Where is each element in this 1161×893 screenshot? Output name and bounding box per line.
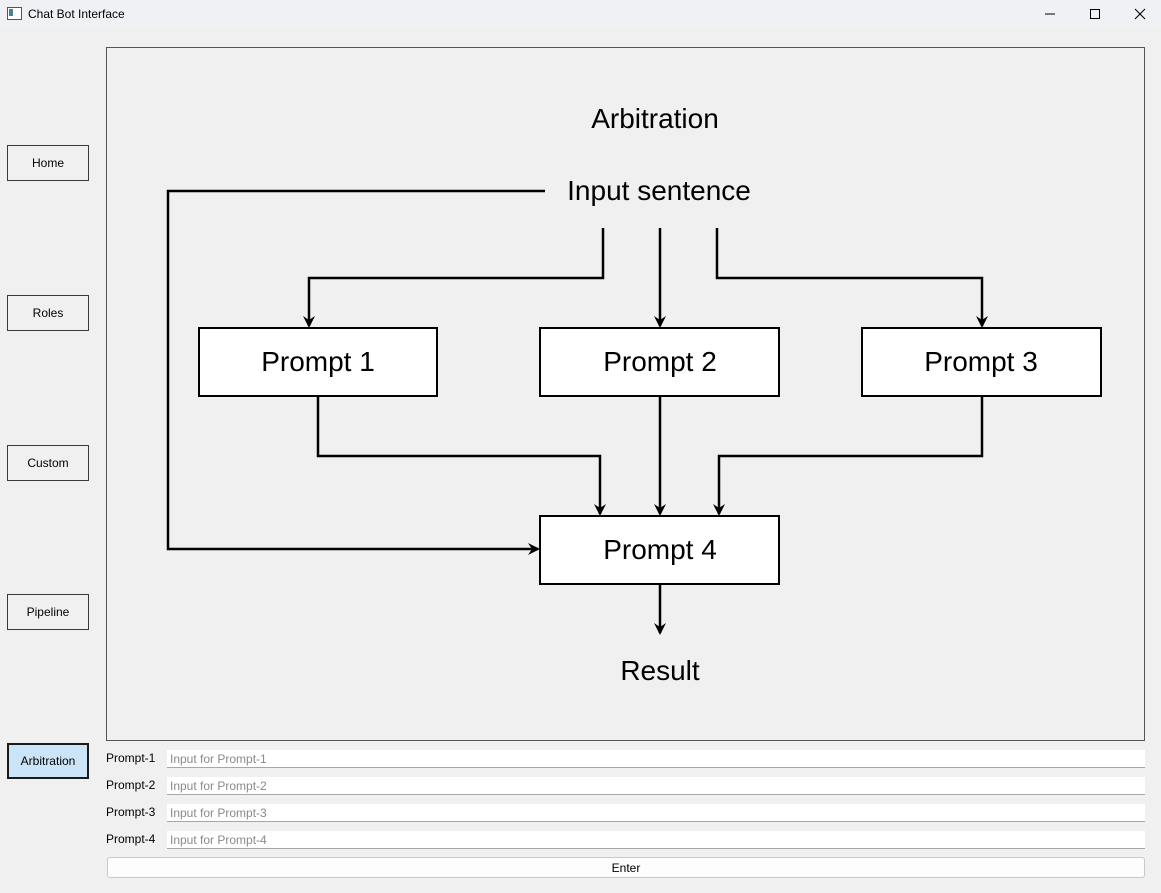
- prompt2-box: [539, 327, 780, 397]
- arrow-input-bypass-to-prompt4: [166, 189, 545, 555]
- prompt4-field-label: Prompt-4: [106, 832, 156, 846]
- close-button[interactable]: [1117, 0, 1161, 28]
- prompt1-box: [198, 327, 438, 397]
- arrow-input-to-prompt3: [715, 228, 988, 328]
- arrow-input-to-prompt1: [303, 228, 605, 328]
- prompt4-box: [539, 515, 780, 585]
- prompt3-label: Prompt 3: [924, 346, 1038, 377]
- close-icon: [1134, 8, 1146, 20]
- diagram-connectors: [166, 189, 988, 635]
- prompt3-box: [861, 327, 1102, 397]
- maximize-icon: [1090, 9, 1100, 19]
- nav-arbitration-button[interactable]: Arbitration: [7, 743, 89, 779]
- nav-pipeline-button[interactable]: Pipeline: [7, 594, 89, 630]
- prompt1-field-label: Prompt-1: [106, 751, 156, 765]
- diagram-canvas: Arbitration Input sentence Prompt 1 Prom…: [106, 47, 1145, 741]
- prompt4-input[interactable]: [167, 831, 1145, 849]
- result-label: Result: [620, 655, 700, 686]
- prompt1-label: Prompt 1: [261, 346, 375, 377]
- prompt2-field-label: Prompt-2: [106, 778, 156, 792]
- input-sentence-label: Input sentence: [567, 175, 751, 206]
- maximize-button[interactable]: [1072, 0, 1118, 28]
- prompt2-label: Prompt 2: [603, 346, 717, 377]
- prompt4-label: Prompt 4: [603, 534, 717, 565]
- nav-home-button[interactable]: Home: [7, 145, 89, 181]
- minimize-button[interactable]: [1027, 0, 1073, 28]
- prompt1-input[interactable]: [167, 750, 1145, 768]
- app-window-icon: [7, 7, 22, 20]
- prompt2-input[interactable]: [167, 777, 1145, 795]
- diagram-title: Arbitration: [591, 103, 719, 134]
- prompt3-input[interactable]: [167, 804, 1145, 822]
- prompt3-field-label: Prompt-3: [106, 805, 156, 819]
- enter-button[interactable]: Enter: [107, 857, 1145, 878]
- window-title: Chat Bot Interface: [28, 7, 125, 21]
- title-bar: Chat Bot Interface: [0, 0, 1161, 28]
- nav-roles-button[interactable]: Roles: [7, 295, 89, 331]
- arbitration-diagram: Arbitration Input sentence Prompt 1 Prom…: [166, 103, 1102, 686]
- arrow-prompt3-to-prompt4: [713, 396, 984, 516]
- minimize-icon: [1045, 13, 1055, 15]
- arrow-prompt1-to-prompt4: [316, 396, 606, 516]
- nav-custom-button[interactable]: Custom: [7, 445, 89, 481]
